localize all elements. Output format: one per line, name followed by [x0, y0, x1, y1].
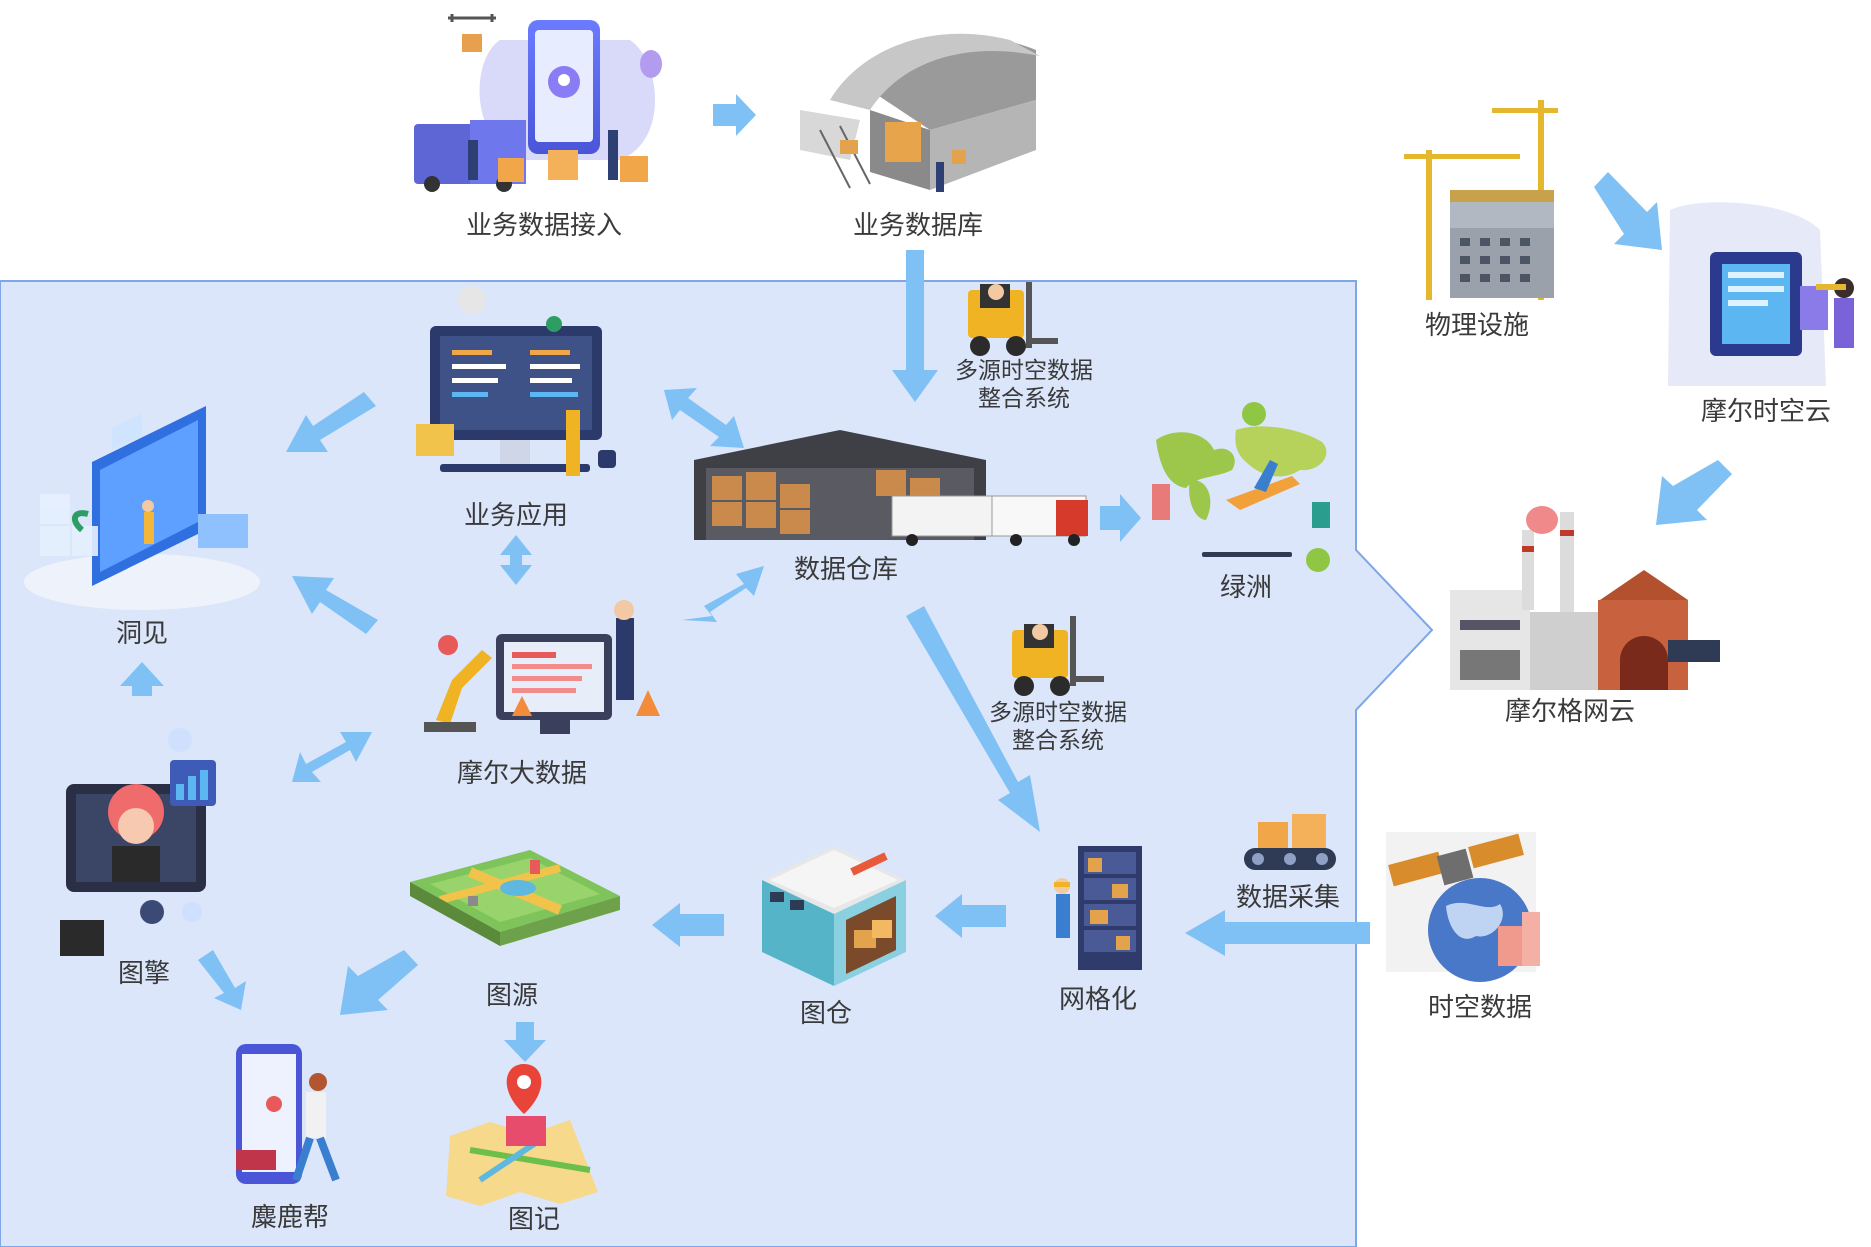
arrow-cloud-to-gridcloud — [1656, 460, 1732, 525]
node-label-milubang: 麋鹿帮 — [250, 1203, 330, 1233]
moer-spacetime-cloud-illustration — [1668, 202, 1854, 386]
tuji-illustration — [446, 1064, 598, 1206]
arrow-warehouse-to-oasis — [1100, 494, 1141, 542]
insight-illustration — [24, 406, 260, 610]
arrow-bizapp-warehouse — [664, 388, 744, 448]
moer-bigdata-illustration — [424, 600, 660, 734]
node-label-biz-database: 业务数据库 — [852, 211, 984, 241]
node-label-moer-spacetime-cloud: 摩尔时空云 — [1700, 397, 1832, 427]
tucang-illustration — [762, 846, 906, 986]
node-label-tuyuan: 图源 — [485, 981, 539, 1011]
node-label-tucang: 图仓 — [799, 999, 853, 1029]
arrow-bizapp-bigdata — [500, 535, 532, 585]
biz-app-illustration — [416, 286, 616, 476]
arrow-collection-to-gridding — [1185, 910, 1370, 956]
integration-system-2-line-1: 多源时空数据 — [989, 700, 1127, 726]
arrow-tuqing-bigdata — [292, 732, 372, 782]
forklift-1-illustration — [968, 282, 1058, 356]
node-label-gridding: 网格化 — [1058, 985, 1138, 1015]
node-label-moer-grid-cloud: 摩尔格网云 — [1504, 697, 1636, 727]
node-label-insight: 洞见 — [115, 619, 169, 649]
arrow-tuyuan-to-tuji — [504, 1022, 546, 1062]
gridding-illustration — [1054, 846, 1142, 970]
arrow-bigdata-warehouse — [682, 566, 764, 622]
data-collection-illustration — [1244, 814, 1336, 870]
node-label-biz-data-ingest: 业务数据接入 — [465, 211, 623, 241]
integration-system-1-line-1: 多源时空数据 — [955, 358, 1093, 384]
arrow-warehouse-to-gridding — [906, 606, 1040, 832]
arrow-bizapp-to-insight — [286, 392, 376, 452]
arrow-bigdata-to-insight — [292, 576, 378, 634]
flow-arrows — [120, 94, 1732, 1062]
arrow-tuyuan-to-milubang — [340, 950, 418, 1015]
node-label-data-warehouse: 数据仓库 — [793, 555, 899, 585]
data-warehouse-illustration — [694, 430, 1088, 546]
arrow-tuqing-to-insight — [120, 662, 164, 696]
node-label-spacetime-data: 时空数据 — [1427, 993, 1533, 1023]
tuyuan-illustration — [410, 850, 620, 946]
node-label-biz-app: 业务应用 — [463, 501, 569, 531]
node-label-oasis: 绿洲 — [1219, 573, 1273, 603]
moer-grid-cloud-illustration — [1450, 506, 1720, 690]
forklift-2-illustration — [1012, 616, 1104, 696]
biz-database-illustration — [800, 33, 1040, 192]
arrow-gridding-to-tucang — [935, 894, 1006, 938]
oasis-illustration — [1152, 402, 1330, 572]
tuqing-illustration — [60, 728, 216, 956]
physical-facilities-illustration — [1404, 100, 1558, 300]
milubang-illustration — [236, 1044, 340, 1184]
node-label-tuji: 图记 — [507, 1205, 561, 1235]
arrow-ingest-to-database — [713, 94, 756, 136]
arrow-tuqing-to-milubang — [198, 950, 246, 1010]
integration-system-1-line-2: 整合系统 — [978, 386, 1070, 412]
biz-data-ingest-illustration — [414, 14, 662, 192]
arrow-tucang-to-tuyuan — [652, 903, 724, 947]
node-label-physical-facilities: 物理设施 — [1424, 311, 1530, 341]
spacetime-data-illustration — [1386, 832, 1540, 982]
node-label-data-collection: 数据采集 — [1235, 883, 1341, 913]
integration-system-2-line-2: 整合系统 — [1012, 728, 1104, 754]
arrow-physical-to-cloud — [1594, 172, 1662, 250]
node-label-tuqing: 图擎 — [117, 959, 171, 989]
arrow-database-to-warehouse — [892, 250, 938, 402]
node-label-moer-bigdata: 摩尔大数据 — [456, 759, 588, 789]
